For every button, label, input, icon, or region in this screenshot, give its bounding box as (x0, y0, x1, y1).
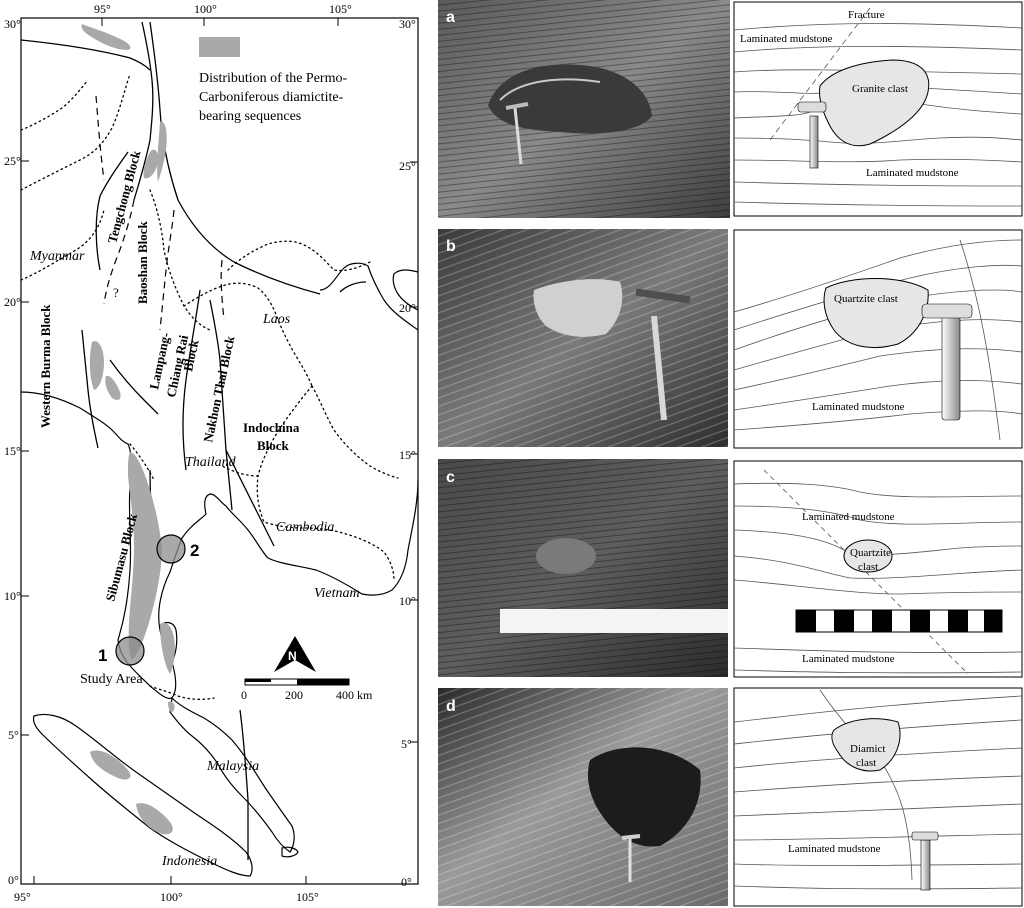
map-tick-labels: 95° 100° 105° 95° 100° 105° 30° 25° 20° … (4, 2, 416, 904)
tick-bottom-100: 100° (160, 890, 183, 904)
panel-c-photo (438, 459, 728, 677)
question-mark: ? (113, 285, 119, 300)
label-laos: Laos (262, 312, 291, 327)
tick-left-25: 25° (4, 154, 21, 168)
legend-line-2: Carboniferous diamictite- (199, 90, 344, 105)
scale-bar: 0 200 400 km (241, 678, 373, 702)
panel-b-letter: b (446, 238, 456, 255)
label-baoshan-block: Baoshan Block (135, 221, 150, 304)
north-label: N (288, 649, 297, 663)
north-arrow: N (274, 636, 316, 672)
panel-a-granite-label: Granite clast (852, 83, 908, 95)
block-boundaries (20, 21, 367, 860)
tick-left-15: 15° (4, 444, 21, 458)
panel-c-mudstone-bottom-label: Laminated mudstone (802, 653, 895, 665)
label-thailand: Thailand (185, 455, 237, 470)
legend-line-3: bearing sequences (199, 109, 301, 124)
map-ticks (21, 18, 418, 884)
label-indochina-1: Indochina (243, 420, 300, 435)
label-cambodia: Cambodia (276, 520, 334, 535)
panel-a: a Fracture Laminated mudstone Gra (438, 0, 1023, 218)
tick-right-25: 25° (399, 159, 416, 173)
study-area-label: Study Area (80, 672, 143, 687)
tick-right-10: 10° (399, 594, 416, 608)
tick-right-30: 30° (399, 17, 416, 31)
panel-d-diamict-label: Diamict (850, 743, 885, 755)
label-vietnam: Vietnam (314, 586, 360, 601)
tick-bottom-105: 105° (296, 890, 319, 904)
panel-a-mudstone-bottom-label: Laminated mudstone (866, 167, 959, 179)
tick-bottom-95: 95° (14, 890, 31, 904)
panel-a-mudstone-top-label: Laminated mudstone (740, 33, 833, 45)
legend-line-1: Distribution of the Permo- (199, 71, 347, 86)
panel-c-quartzite-label: Quartzite (850, 547, 891, 559)
panel-b-photo (438, 229, 728, 447)
tick-left-0: 0° (8, 873, 19, 887)
panel-c-mudstone-top-label: Laminated mudstone (802, 511, 895, 523)
panel-c-scale-bar (795, 609, 1003, 633)
label-indochina-2: Block (257, 438, 290, 453)
panel-a-photo (438, 0, 730, 218)
panel-d-clast-label: clast (856, 757, 876, 769)
scale-400: 400 km (336, 688, 373, 702)
legend-swatch (199, 37, 240, 57)
tick-right-5: 5° (401, 737, 412, 751)
tick-left-20: 20° (4, 295, 21, 309)
panel-c-letter: c (446, 469, 455, 486)
site-2-marker (156, 534, 186, 564)
panel-d-sketch: Diamict clast Laminated mudstone (733, 687, 1023, 907)
country-labels: Myanmar Laos Thailand Cambodia Vietnam M… (29, 249, 360, 869)
site-1-marker (115, 636, 145, 666)
label-indonesia: Indonesia (161, 854, 217, 869)
panel-b-mudstone-label: Laminated mudstone (812, 401, 905, 413)
label-malaysia: Malaysia (206, 759, 259, 774)
panel-c-sketch: Laminated mudstone Quartzite clast Lamin… (733, 460, 1023, 678)
panel-a-sketch: Fracture Laminated mudstone Granite clas… (733, 1, 1023, 217)
tick-left-10: 10° (4, 589, 21, 603)
label-lampang-3: Block (180, 338, 201, 373)
tick-top-95: 95° (94, 2, 111, 16)
panel-b: b Quartzite clast Laminated mudstone (438, 229, 1023, 449)
dashed-boundaries (95, 95, 225, 331)
tick-top-100: 100° (194, 2, 217, 16)
panel-c: c La (438, 459, 1023, 678)
site-1-label: 1 (98, 646, 107, 665)
panel-c-clast-label: clast (858, 561, 878, 573)
label-western-burma-block: Western Burma Block (38, 304, 53, 428)
scale-0: 0 (241, 688, 247, 702)
legend-text: Distribution of the Permo- Carboniferous… (199, 71, 347, 124)
panel-b-sketch: Quartzite clast Laminated mudstone (733, 229, 1023, 449)
tick-left-5: 5° (8, 728, 19, 742)
tick-right-0: 0° (401, 875, 412, 889)
panel-d-photo (438, 688, 728, 906)
tick-right-20: 20° (399, 301, 416, 315)
tick-top-105: 105° (329, 2, 352, 16)
panel-b-quartzite-label: Quartzite clast (834, 293, 898, 305)
national-borders (20, 73, 399, 700)
site-2-label: 2 (190, 541, 199, 560)
map-panel: 95° 100° 105° 95° 100° 105° 30° 25° 20° … (4, 2, 419, 904)
panel-d-letter: d (446, 698, 456, 715)
label-myanmar: Myanmar (29, 249, 85, 264)
scale-200: 200 (285, 688, 303, 702)
tick-right-15: 15° (399, 448, 416, 462)
panel-d-mudstone-label: Laminated mudstone (788, 843, 881, 855)
map-frame (20, 17, 419, 885)
panel-a-fracture-label: Fracture (848, 9, 885, 21)
panel-a-letter: a (446, 9, 455, 26)
tick-left-30: 30° (4, 17, 21, 31)
diamictite-distribution (81, 24, 175, 835)
panel-d: d Diamict clast Laminated mudstone (438, 687, 1023, 907)
